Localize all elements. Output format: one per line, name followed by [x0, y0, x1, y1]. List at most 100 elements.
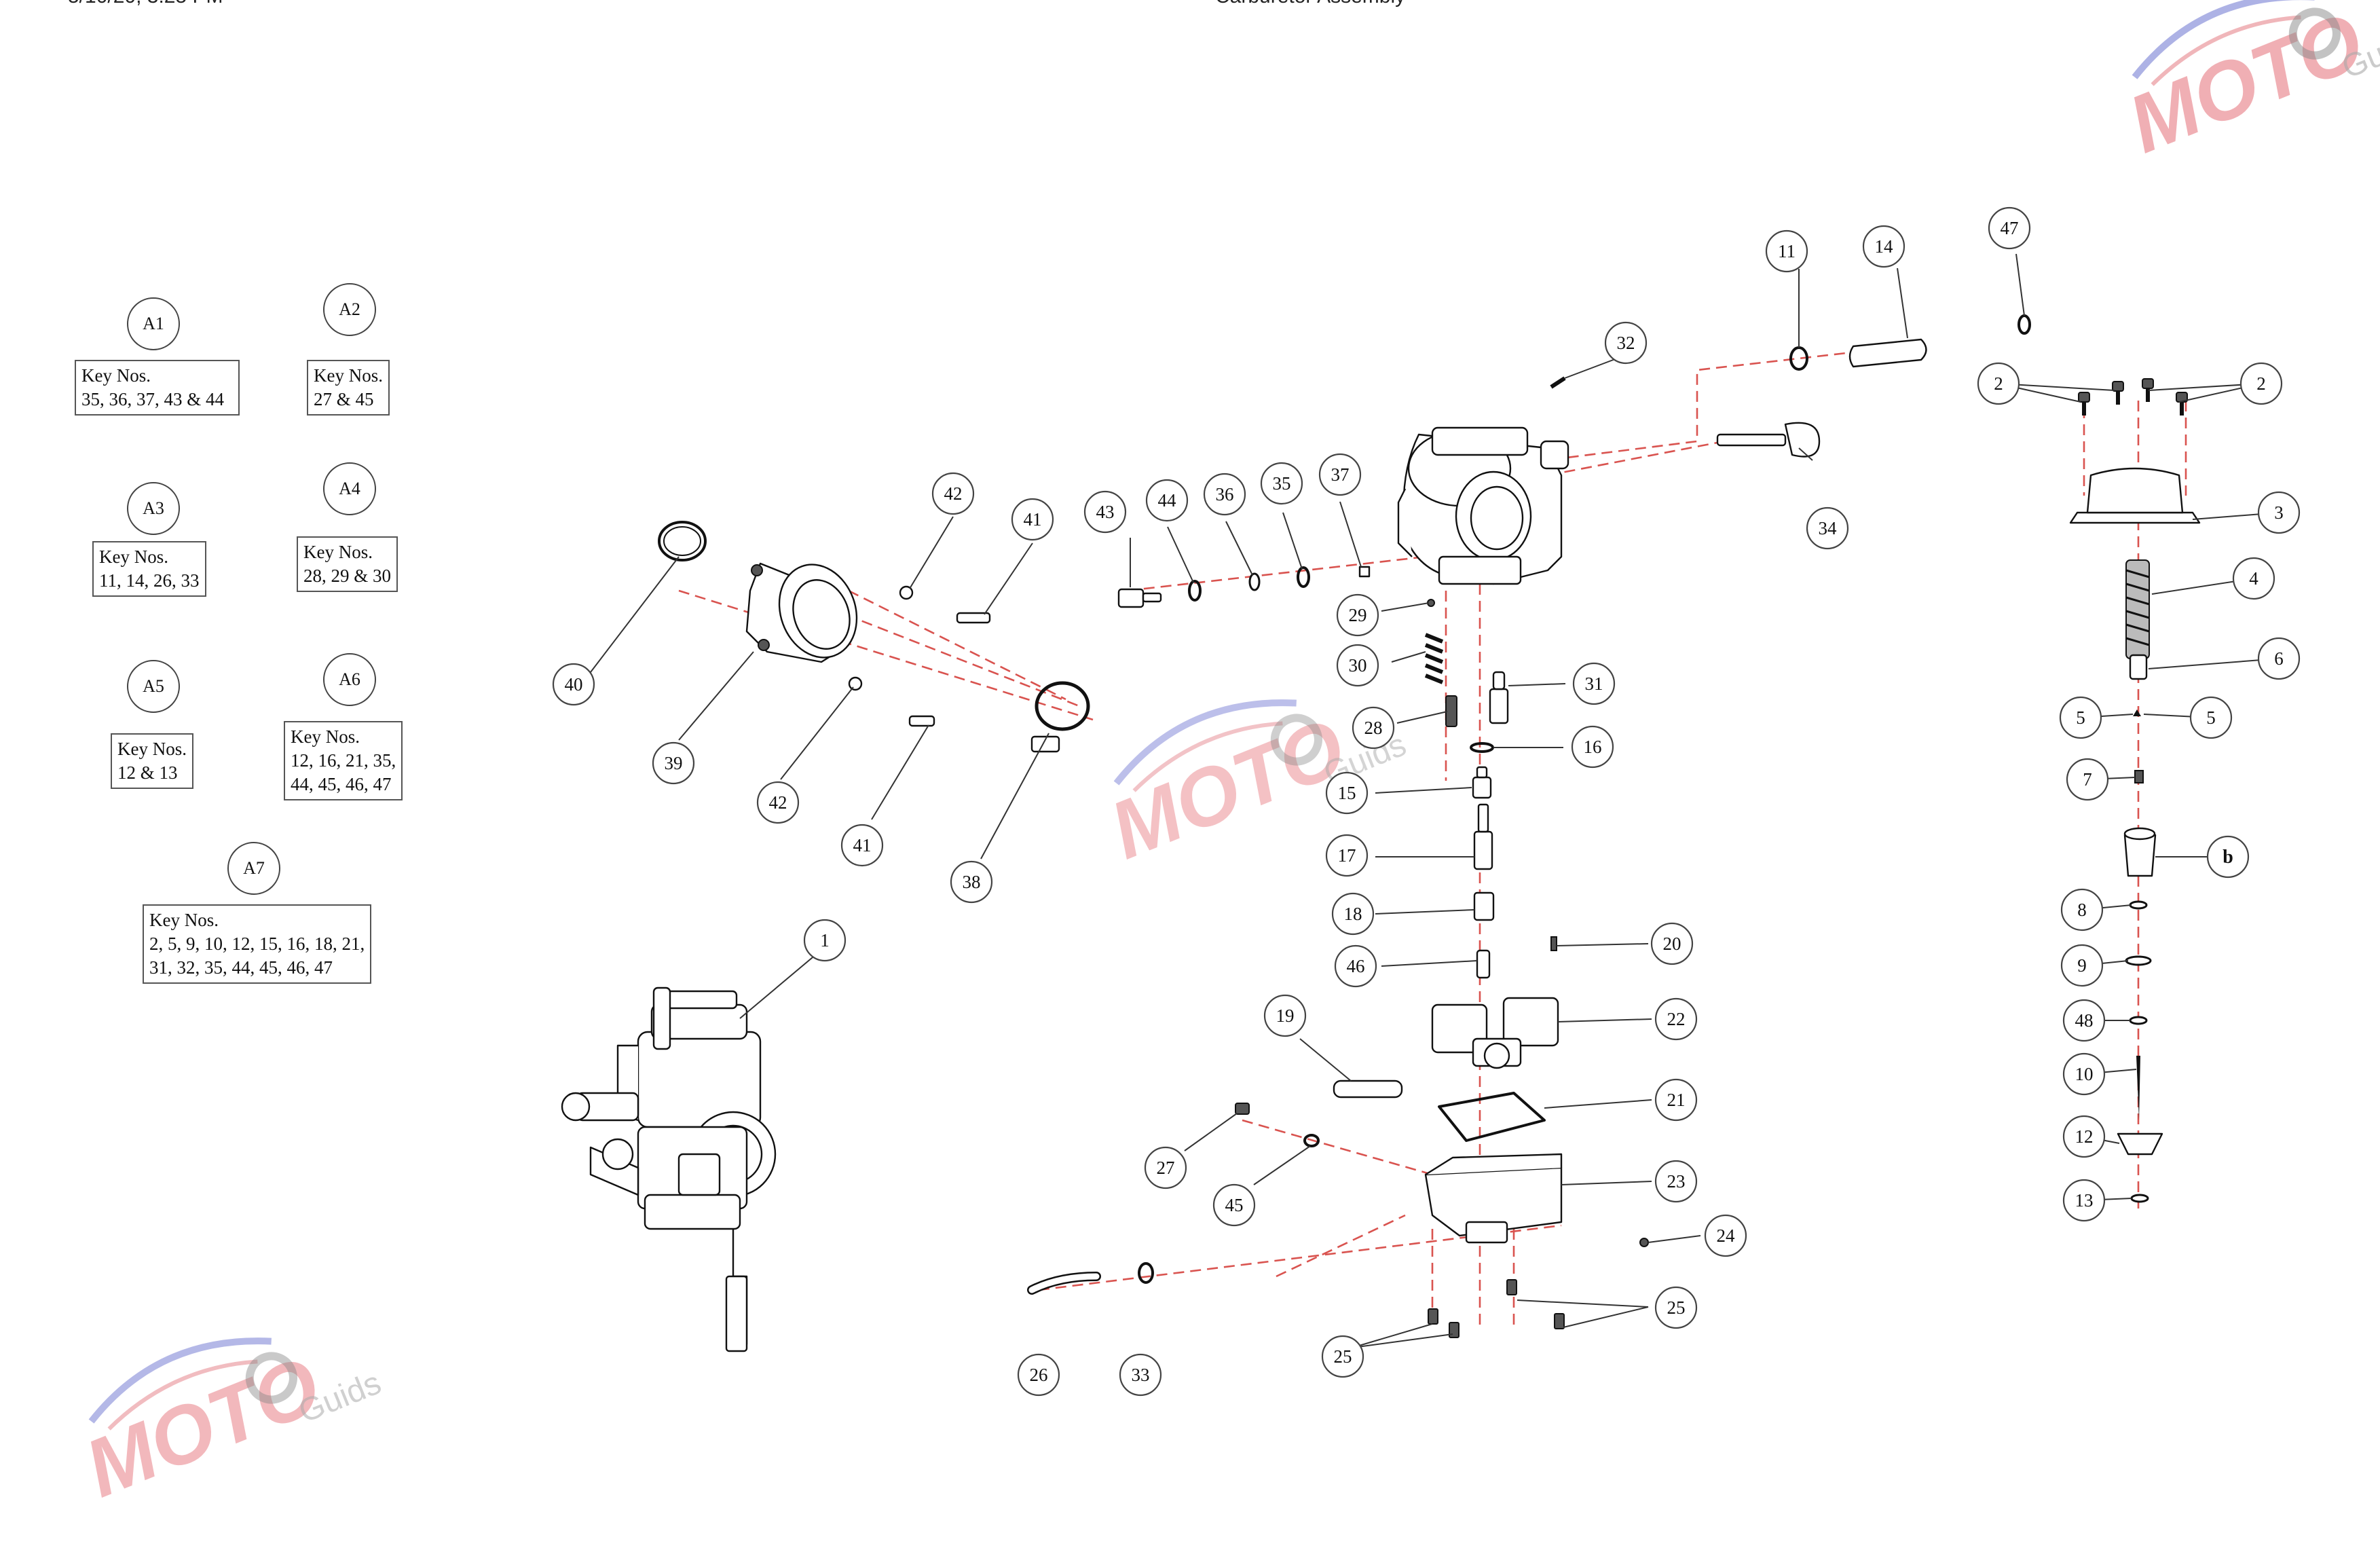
key-box-line: 27 & 45 [314, 389, 374, 409]
callout-11: 11 [1765, 229, 1808, 273]
key-box-a3: Key Nos. 11, 14, 26, 33 [92, 541, 206, 597]
part-12-seat-cup [2117, 1132, 2163, 1156]
callout-1: 1 [803, 919, 847, 962]
callout-label: 10 [2075, 1064, 2094, 1084]
part-31-jet [1489, 671, 1509, 724]
callout-48: 48 [2062, 999, 2106, 1042]
group-badge-a5: A5 [127, 660, 180, 713]
callout-8: 8 [2060, 888, 2104, 931]
callout-5: 5 [2059, 696, 2102, 739]
callout-5: 5 [2189, 696, 2233, 739]
part-6-spring-seat [2129, 654, 2148, 680]
callout-2: 2 [2239, 362, 2283, 405]
callout-label: 20 [1663, 934, 1681, 954]
part-35-o-ring [1297, 566, 1310, 588]
part-23-float-bowl [1424, 1153, 1563, 1244]
page-timestamp: 5/10/20, 3:25 PM [68, 0, 223, 8]
part-2-screws [2078, 378, 2188, 416]
callout-label: 5 [2206, 707, 2216, 728]
callout-label: 18 [1344, 904, 1362, 924]
callout-label: 7 [2083, 769, 2092, 790]
key-box-title: Key Nos. [314, 365, 383, 386]
callout-label: 28 [1364, 718, 1383, 738]
callout-label: 48 [2075, 1010, 2094, 1031]
callout-label: 21 [1667, 1090, 1686, 1110]
key-box-line: 2, 5, 9, 10, 12, 15, 16, 18, 21, [149, 934, 365, 954]
callout-41: 41 [840, 824, 884, 867]
callout-12: 12 [2062, 1115, 2106, 1158]
part-1-carburetor-assembly [561, 986, 777, 1352]
callout-label: 17 [1338, 845, 1356, 866]
callout-7: 7 [2066, 758, 2109, 801]
callout-label: 1 [820, 930, 830, 951]
callout-41: 41 [1011, 498, 1054, 541]
part-7-clip [2134, 770, 2144, 783]
part-33-clip [1138, 1262, 1154, 1284]
callout-label: 41 [853, 835, 872, 855]
callout-label: 43 [1096, 502, 1115, 522]
callout-21: 21 [1654, 1078, 1698, 1122]
part-42-washer [848, 676, 863, 691]
callout-10: 10 [2062, 1052, 2106, 1096]
callout-label: 25 [1334, 1346, 1352, 1367]
callout-label: 24 [1717, 1225, 1736, 1246]
callout-label: 30 [1349, 655, 1367, 676]
callout-label: 8 [2077, 900, 2087, 920]
callout-label: 46 [1347, 956, 1365, 976]
callout-label: 13 [2075, 1190, 2094, 1211]
callout-label: 2 [2256, 373, 2266, 394]
callout-14: 14 [1862, 225, 1905, 268]
callout-43: 43 [1083, 490, 1127, 534]
part-44-o-ring [1188, 580, 1202, 602]
callout-b: b [2206, 835, 2250, 879]
key-box-a1: Key Nos. 35, 36, 37, 43 & 44 [75, 360, 240, 416]
callout-25: 25 [1654, 1286, 1698, 1329]
callout-3: 3 [2257, 491, 2301, 534]
callout-40: 40 [552, 663, 595, 706]
group-badge-a6: A6 [323, 653, 376, 706]
key-box-a6: Key Nos. 12, 16, 21, 35, 44, 45, 46, 47 [284, 721, 403, 800]
part-3-top-cap [2069, 467, 2201, 524]
callout-39: 39 [652, 741, 695, 785]
callout-2: 2 [1977, 362, 2020, 405]
callout-label: 45 [1225, 1195, 1244, 1215]
key-box-a7: Key Nos. 2, 5, 9, 10, 12, 15, 16, 18, 21… [143, 904, 372, 984]
part-37-spring [1358, 566, 1371, 578]
callout-42: 42 [756, 781, 800, 824]
part-39-carburetor-insulator [745, 562, 858, 663]
callout-label: 37 [1331, 464, 1350, 485]
callout-label: 29 [1349, 605, 1367, 625]
part-30-spring [1424, 633, 1444, 684]
callout-label: 34 [1819, 518, 1838, 538]
key-box-title: Key Nos. [81, 365, 151, 386]
part-43-pilot-screw-shaft [1142, 592, 1162, 603]
part-8-washer [2129, 900, 2148, 910]
callout-26: 26 [1017, 1353, 1060, 1397]
callout-label: 31 [1585, 673, 1603, 694]
callout-label: 41 [1024, 509, 1042, 530]
callout-label: 25 [1667, 1297, 1686, 1318]
part-19-float-pin [1333, 1080, 1403, 1099]
callout-label: 2 [1994, 373, 2003, 394]
callout-25: 25 [1321, 1335, 1364, 1378]
callout-37: 37 [1318, 453, 1362, 496]
part-41-bolt [956, 612, 991, 624]
part-34-choke-plunger [1716, 422, 1821, 458]
part-24-plug [1639, 1238, 1649, 1247]
part-b-throttle-slide [2123, 827, 2157, 877]
key-box-title: Key Nos. [117, 739, 187, 759]
part-27-drain-screw [1235, 1103, 1250, 1115]
part-48-washer [2129, 1016, 2148, 1025]
callout-label: 27 [1157, 1158, 1175, 1178]
callout-label: 11 [1778, 241, 1796, 261]
callout-label: 4 [2249, 568, 2258, 589]
callout-32: 32 [1604, 321, 1648, 365]
key-box-line: 11, 14, 26, 33 [99, 570, 200, 591]
callout-label: b [2223, 847, 2233, 868]
key-box-a4: Key Nos. 28, 29 & 30 [297, 536, 398, 592]
part-32-pin [1550, 376, 1566, 389]
callout-13: 13 [2062, 1179, 2106, 1222]
callout-label: 36 [1216, 484, 1234, 504]
